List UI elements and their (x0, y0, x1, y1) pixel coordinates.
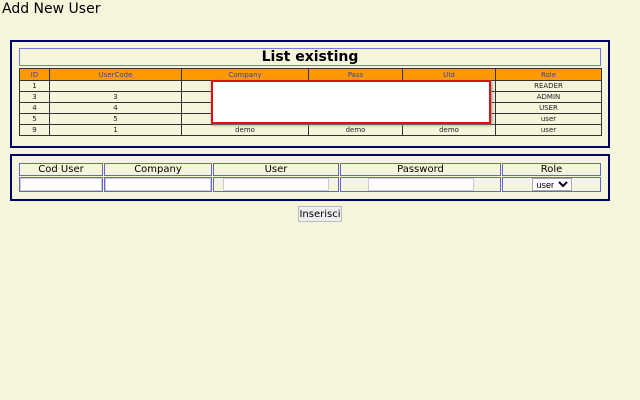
label-password: Password (340, 163, 501, 176)
list-panel (10, 40, 610, 148)
table-cell: demo (181, 124, 309, 136)
table-cell: 4 (49, 102, 182, 114)
table-cell: 3 (19, 91, 50, 103)
password-input[interactable] (367, 178, 474, 191)
label-user: User (213, 163, 339, 176)
table-cell: 4 (19, 102, 50, 114)
cod-user-input[interactable] (20, 178, 102, 191)
label-company: Company (104, 163, 212, 176)
col-id: ID (19, 68, 50, 81)
table-cell: demo (308, 124, 403, 136)
label-cod-user: Cod User (19, 163, 103, 176)
form-panel (10, 154, 610, 201)
role-select[interactable]: user (531, 178, 572, 191)
label-role: Role (502, 163, 601, 176)
col-uid: UId (402, 68, 496, 81)
table-cell: ADMIN (495, 91, 602, 103)
table-cell: USER (495, 102, 602, 114)
page-title: Add New User (2, 1, 101, 17)
col-company: Company (181, 68, 309, 81)
table-cell: 5 (49, 113, 182, 125)
redaction-box (211, 80, 491, 124)
company-input[interactable] (105, 178, 211, 191)
table-cell: READER (495, 80, 602, 92)
add-user-form: Cod User Company User Password Role user (18, 162, 602, 193)
table-cell: 1 (49, 124, 182, 136)
col-pass: Pass (308, 68, 403, 81)
table-cell: user (495, 124, 602, 136)
table-cell: 3 (49, 91, 182, 103)
col-role: Role (495, 68, 602, 81)
table-cell: 1 (19, 80, 50, 92)
list-caption: List existing (19, 48, 601, 66)
insert-button[interactable]: Inserisci (298, 206, 342, 222)
table-cell (49, 80, 182, 92)
table-cell: 9 (19, 124, 50, 136)
table-cell: 5 (19, 113, 50, 125)
table-cell: demo (402, 124, 496, 136)
table-cell: user (495, 113, 602, 125)
col-usercode: UserCode (49, 68, 182, 81)
user-input[interactable] (223, 178, 329, 191)
